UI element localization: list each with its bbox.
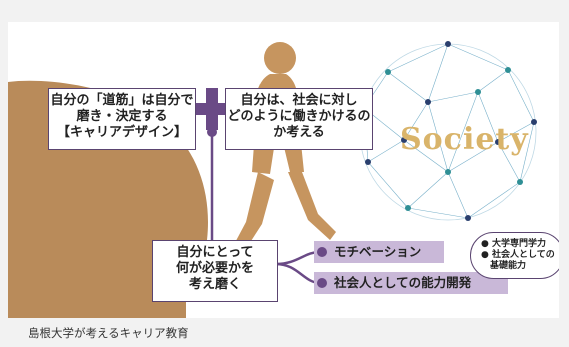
career-design-box: 自分の「道筋」は自分で 磨き・決定する 【キャリアデザイン】 bbox=[48, 88, 196, 150]
connector-dot bbox=[207, 127, 217, 137]
society-label: Society bbox=[400, 122, 529, 157]
self-development-box: 自分にとって 何が必要かを 考え磨く bbox=[152, 240, 278, 302]
career-design-line-3: 【キャリアデザイン】 bbox=[56, 125, 187, 140]
society-engagement-box: 自分は、社会に対し どのように働きかけるの か考える bbox=[225, 88, 373, 150]
bubble-line-1: ● 大学専門学力 bbox=[481, 239, 546, 249]
motivation-pill: モチベーション bbox=[314, 241, 444, 263]
abilities-speech-bubble: ● 大学専門学力 ● 社会人としての 基礎能力 bbox=[470, 232, 559, 279]
ability-development-pill: 社会人としての能力開発 bbox=[314, 272, 508, 294]
society-network-globe bbox=[359, 43, 537, 221]
society-engagement-line-1: 自分は、社会に対し bbox=[240, 93, 358, 108]
walking-person-silhouette bbox=[230, 42, 336, 258]
bubble-line-3: 基礎能力 bbox=[490, 261, 527, 271]
ability-development-bullet bbox=[317, 278, 327, 288]
plus-icon bbox=[191, 88, 233, 130]
figure-caption: 島根大学が考えるキャリア教育 bbox=[28, 328, 189, 340]
self-development-line-1: 自分にとって bbox=[176, 245, 254, 260]
self-development-line-3: 考え磨く bbox=[188, 277, 241, 292]
society-engagement-line-3: か考える bbox=[273, 125, 325, 140]
motivation-bullet bbox=[317, 247, 327, 257]
diagram-panel: Society 自分の「道筋」は自分で 磨き・決定する 【キャリアデザイン】 自… bbox=[8, 22, 559, 318]
bubble-line-2: ● 社会人としての bbox=[481, 250, 555, 260]
society-engagement-line-2: どのように働きかけるの bbox=[227, 109, 371, 124]
self-development-line-2: 何が必要かを bbox=[175, 261, 254, 276]
career-design-line-1: 自分の「道筋」は自分で bbox=[50, 93, 194, 108]
career-design-line-2: 磨き・決定する bbox=[76, 109, 168, 124]
